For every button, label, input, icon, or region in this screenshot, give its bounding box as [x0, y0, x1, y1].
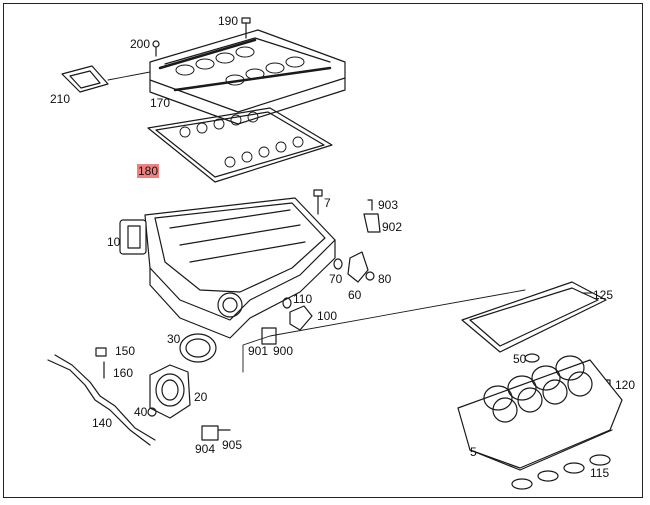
callout-200: 200: [130, 37, 151, 51]
sensor-100[interactable]: [289, 305, 313, 331]
engine-cover-170[interactable]: [149, 29, 346, 125]
callout-160: 160: [113, 366, 134, 380]
callout-170: 170: [150, 96, 171, 110]
callout-5: 5: [470, 445, 477, 459]
callout-10: 10: [107, 235, 121, 249]
callout-902: 902: [382, 220, 403, 234]
screw-190[interactable]: [241, 17, 251, 39]
callout-140: 140: [92, 416, 113, 430]
gasket-115[interactable]: [511, 454, 611, 490]
sensor-60[interactable]: [333, 251, 375, 283]
callout-70: 70: [329, 272, 343, 286]
hose-140[interactable]: [47, 354, 156, 446]
screw-200[interactable]: [152, 40, 160, 57]
callout-115: 115: [590, 466, 610, 480]
seal-210[interactable]: [61, 65, 151, 93]
callout-110: 110: [293, 292, 313, 306]
callout-50: 50: [513, 352, 527, 366]
callout-30: 30: [167, 332, 181, 346]
callout-100: 100: [317, 309, 338, 323]
seal-ring-30[interactable]: [179, 333, 217, 363]
callout-120: 120: [615, 378, 636, 392]
callout-7: 7: [324, 196, 331, 210]
gasket-125[interactable]: [461, 281, 607, 353]
callout-900: 900: [273, 344, 294, 358]
callout-80: 80: [378, 272, 392, 286]
callout-150: 150: [115, 344, 136, 358]
callout-210: 210: [50, 92, 71, 106]
callout-904: 904: [195, 442, 216, 456]
callout-901: 901: [248, 344, 269, 358]
intake-upper-5[interactable]: [457, 355, 623, 471]
callout-125: 125: [593, 288, 614, 302]
callout-60: 60: [348, 288, 362, 302]
callout-903: 903: [378, 198, 399, 212]
connector-902[interactable]: [363, 199, 381, 233]
diagram-border: [3, 3, 643, 498]
callout-905: 905: [222, 438, 243, 452]
callout-40: 40: [134, 405, 148, 419]
seal-110[interactable]: [282, 297, 292, 309]
callout-20: 20: [194, 390, 208, 404]
callout-190: 190: [218, 14, 239, 28]
leader-bracket: [242, 289, 526, 373]
connector-904[interactable]: [201, 425, 231, 441]
bolt-150[interactable]: [95, 347, 107, 357]
intake-manifold-10[interactable]: [119, 197, 336, 339]
callout-180: 180: [137, 164, 160, 178]
bolt-40[interactable]: [147, 407, 157, 417]
bolt-7[interactable]: [313, 189, 323, 215]
seal-50[interactable]: [524, 353, 540, 363]
gasket-180[interactable]: [147, 107, 333, 183]
